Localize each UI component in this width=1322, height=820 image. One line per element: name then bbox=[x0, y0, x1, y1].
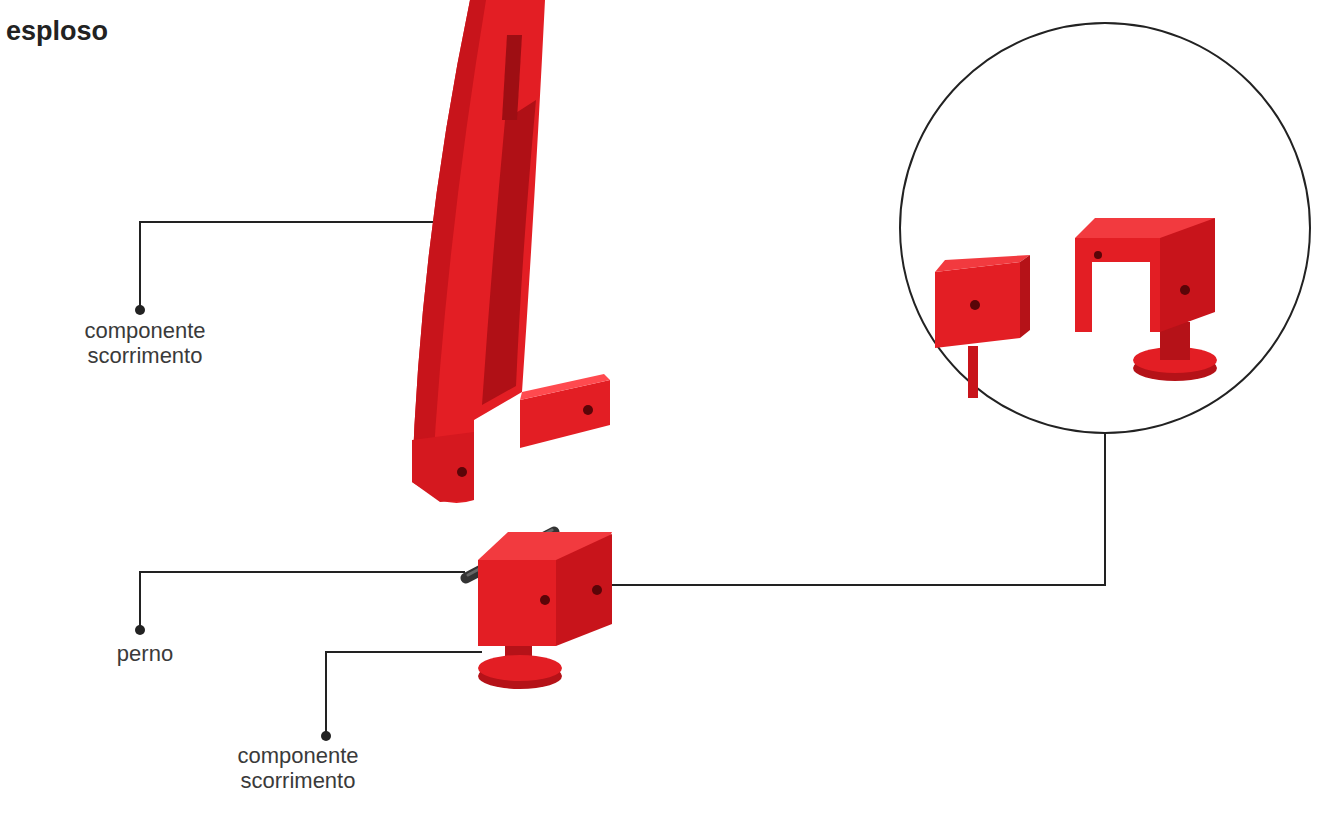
diagram-title: esploso bbox=[6, 16, 108, 47]
leader-dots bbox=[135, 305, 331, 741]
pin-hole bbox=[970, 300, 980, 310]
detail-side bbox=[1020, 255, 1030, 338]
part-slot bbox=[502, 35, 522, 120]
pin-hole bbox=[540, 595, 550, 605]
leader-lines bbox=[140, 222, 1105, 736]
leader-line bbox=[140, 572, 465, 630]
detail-top bbox=[935, 255, 1030, 272]
leader-line bbox=[140, 222, 440, 310]
detail-tab bbox=[968, 346, 978, 398]
block-side bbox=[556, 534, 612, 646]
pin-hole bbox=[592, 585, 602, 595]
part-disc bbox=[478, 655, 562, 681]
pin-hole bbox=[1180, 285, 1190, 295]
pin-hole bbox=[583, 405, 593, 415]
part-tab-top bbox=[520, 374, 610, 400]
part-label: componente scorrimento bbox=[228, 743, 368, 793]
leader-line bbox=[598, 433, 1105, 585]
upper-slide-part bbox=[412, 0, 610, 503]
pin-hole bbox=[457, 467, 467, 477]
pin-hole bbox=[1094, 251, 1102, 259]
detail-opening bbox=[1092, 262, 1150, 332]
leader-line bbox=[326, 652, 482, 736]
leader-dot bbox=[135, 625, 145, 635]
detail-front bbox=[1075, 238, 1160, 332]
lower-slide-part bbox=[478, 532, 612, 689]
part-foot bbox=[412, 432, 474, 502]
detail-side bbox=[1160, 218, 1215, 332]
detail-front bbox=[935, 262, 1020, 348]
detail-circle bbox=[900, 23, 1310, 433]
leader-dot bbox=[135, 305, 145, 315]
part-side bbox=[412, 0, 486, 482]
block-front bbox=[478, 560, 556, 646]
part-label: componente scorrimento bbox=[75, 318, 215, 368]
part-recess bbox=[482, 100, 536, 405]
detail-parts bbox=[935, 218, 1217, 398]
part-label: perno bbox=[75, 641, 215, 666]
leader-dot bbox=[321, 731, 331, 741]
